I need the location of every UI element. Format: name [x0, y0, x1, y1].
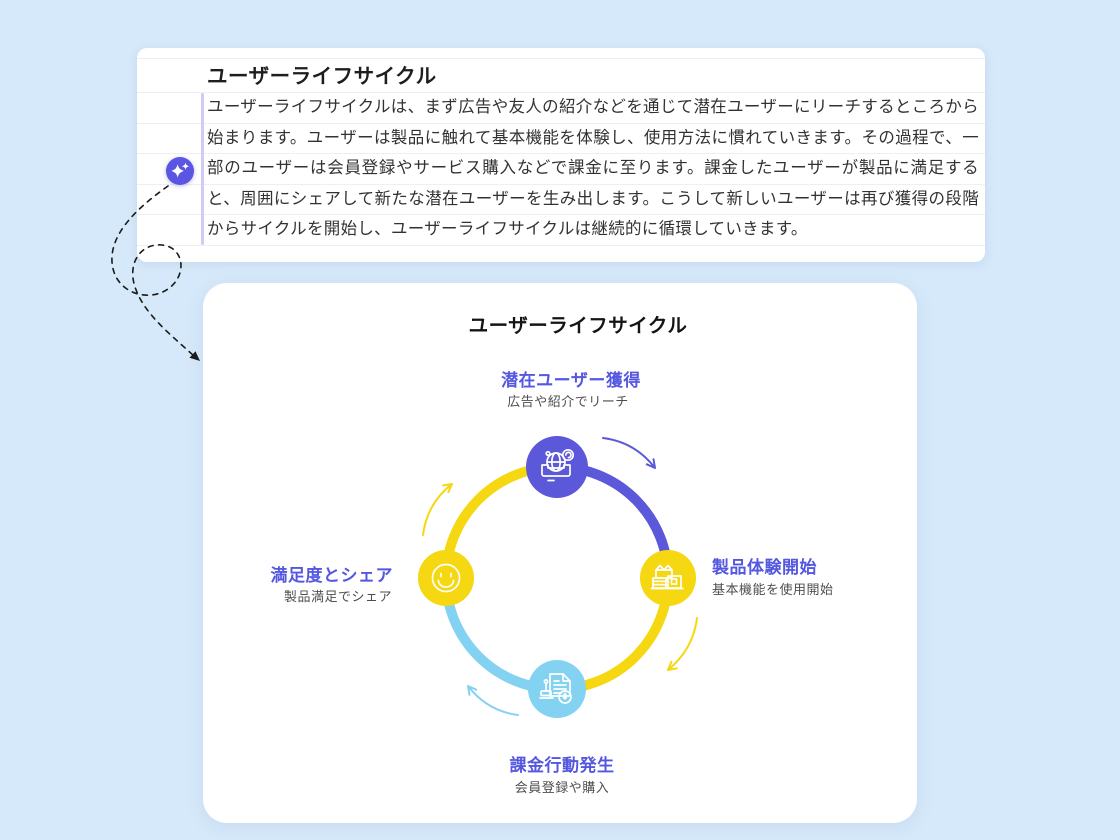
flow-arrow-top-to-right [602, 437, 656, 469]
doc-heading[interactable]: ユーザーライフサイクル [207, 65, 437, 88]
globe-search-icon [541, 448, 575, 482]
row-divider [137, 92, 985, 93]
diagram-card[interactable]: ユーザーライフサイクル [203, 283, 917, 823]
ai-sparkle-button[interactable] [166, 157, 194, 185]
smiley-face-icon [431, 563, 461, 593]
diagram-title: ユーザーライフサイクル [468, 315, 688, 337]
node-label-monetization: 課金行動発生 [509, 756, 615, 775]
node-sublabel-monetization: 会員登録や購入 [514, 780, 610, 795]
product-boxes-icon [650, 564, 684, 590]
node-circle-satisfaction [418, 550, 474, 606]
document-card: ユーザーライフサイクル ユーザーライフサイクルは、まず広告や友人の紹介などを通じ… [137, 48, 985, 262]
block-selection-bar [201, 93, 204, 245]
row-divider [137, 244, 985, 246]
node-label-experience: 製品体験開始 [712, 558, 817, 577]
billing-document-icon [539, 673, 572, 704]
row-divider [137, 214, 985, 215]
node-sublabel-satisfaction: 製品満足でシェア [283, 589, 392, 604]
node-sublabel-acquisition: 広告や紹介でリーチ [507, 394, 629, 409]
node-circle-acquisition [526, 436, 588, 498]
node-sublabel-experience: 基本機能を使用開始 [712, 582, 834, 597]
dashed-curved-arrow-icon [111, 185, 200, 361]
node-label-satisfaction: 満足度とシェア [270, 566, 393, 585]
row-divider [137, 122, 985, 124]
sparkle-icon [171, 162, 189, 178]
flow-arrow-left-to-top [422, 483, 453, 536]
row-divider [137, 58, 985, 59]
doc-paragraph[interactable]: ユーザーライフサイクルは、まず広告や友人の紹介などを通じて潜在ユーザーにリーチす… [207, 98, 979, 238]
node-label-acquisition: 潜在ユーザー獲得 [501, 371, 641, 390]
row-divider [137, 183, 985, 185]
row-divider [137, 153, 985, 154]
lifecycle-cycle-graphic [418, 436, 698, 718]
flow-arrow-bottom-to-left [467, 685, 519, 716]
flow-arrow-right-to-bottom [667, 617, 698, 671]
